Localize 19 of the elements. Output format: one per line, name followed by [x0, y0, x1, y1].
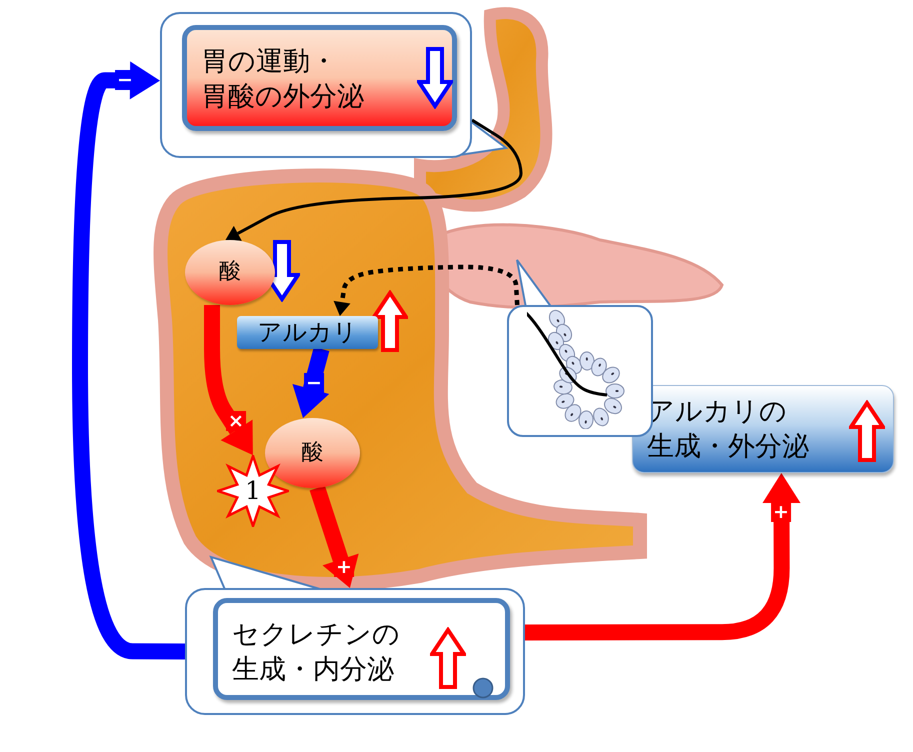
node-text: アルカリ: [258, 316, 358, 348]
node-text: 酸: [219, 258, 241, 286]
edge-label: −: [304, 373, 324, 393]
node-text: 酸: [302, 438, 324, 467]
starburst-shape: [217, 455, 289, 527]
arrow: [334, 264, 520, 316]
callout-bubble: [160, 12, 472, 158]
node-text: セクレチンの生成・内分泌: [232, 618, 401, 688]
label-box: [237, 316, 378, 349]
process-box: [632, 385, 894, 473]
arrow: [292, 346, 330, 418]
arrow: [310, 486, 359, 588]
arrow: [72, 61, 186, 660]
edge-label: ×: [226, 411, 246, 431]
arrow: [524, 473, 800, 640]
node-text: 1: [245, 474, 261, 507]
arrow: [204, 305, 253, 456]
edge-label: +: [771, 502, 791, 522]
edge-label: +: [334, 557, 354, 577]
